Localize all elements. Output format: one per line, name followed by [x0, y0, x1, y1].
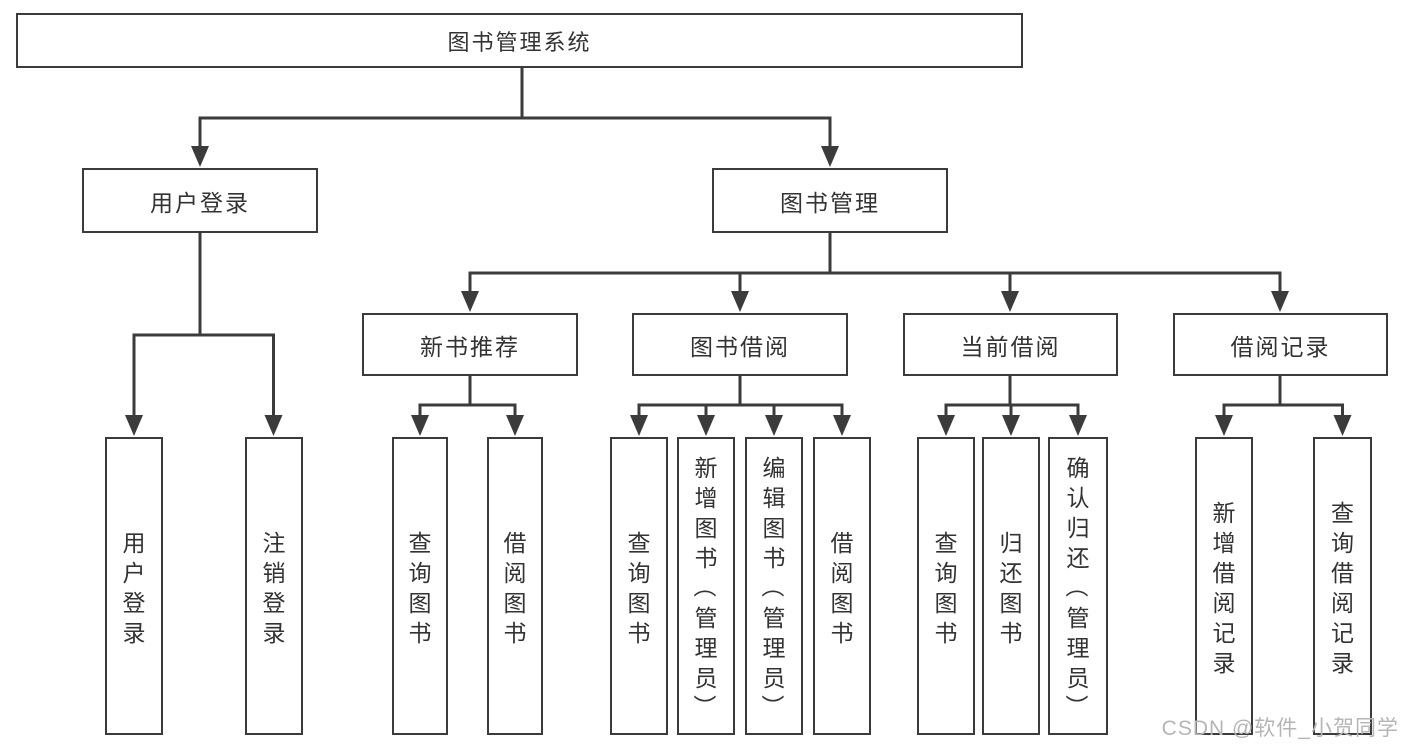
node-leaf-add-borrow-record: 新增借阅记录 [1195, 437, 1253, 735]
node-current-borrowing: 当前借阅 [903, 313, 1118, 376]
node-leaf-user-login: 用户登录 [105, 437, 163, 735]
node-label: 借阅图书 [830, 530, 854, 646]
node-label: 用户登录 [122, 530, 146, 646]
node-user-login: 用户登录 [82, 168, 318, 233]
node-leaf-return-book: 归还图书 [982, 437, 1040, 735]
node-leaf-borrow-book-2: 借阅图书 [813, 437, 871, 735]
node-book-borrowing: 图书借阅 [632, 313, 848, 376]
node-label: 查询借阅记录 [1331, 500, 1354, 676]
node-label: 图书管理 [780, 189, 880, 216]
csdn-watermark: CSDN @软件_小贺同学 [1161, 717, 1399, 740]
node-label: 图书借阅 [690, 333, 790, 360]
node-leaf-logout-login: 注销登录 [245, 437, 303, 735]
node-label: 用户登录 [150, 189, 250, 216]
node-book-management: 图书管理 [712, 168, 948, 233]
node-label: 新增图书（管理员） [691, 455, 718, 718]
node-leaf-query-book-1: 查询图书 [392, 437, 448, 735]
node-leaf-query-book-2: 查询图书 [610, 437, 668, 735]
node-new-book-recommend: 新书推荐 [362, 313, 578, 376]
node-label: 查询图书 [408, 530, 432, 646]
node-leaf-edit-book-admin: 编辑图书（管理员） [745, 437, 803, 735]
node-label: 新增借阅记录 [1212, 500, 1236, 676]
node-label: 编辑图书（管理员） [759, 455, 786, 718]
node-label: 图书管理系统 [447, 29, 592, 55]
node-leaf-borrow-book-1: 借阅图书 [487, 437, 543, 735]
node-leaf-query-borrow-record: 查询借阅记录 [1313, 437, 1372, 735]
node-library-management-system: 图书管理系统 [16, 13, 1023, 68]
node-leaf-confirm-return-admin: 确认归还（管理员） [1048, 437, 1108, 735]
node-label: 归还图书 [999, 530, 1023, 646]
node-label: 查询图书 [934, 530, 958, 646]
node-label: 注销登录 [262, 530, 286, 646]
node-label: 借阅记录 [1230, 333, 1331, 360]
node-leaf-query-book-3: 查询图书 [917, 437, 975, 735]
node-label: 确认归还（管理员） [1063, 455, 1090, 718]
node-label: 借阅图书 [503, 530, 527, 646]
node-leaf-add-book-admin: 新增图书（管理员） [677, 437, 735, 735]
node-label: 查询图书 [627, 530, 651, 646]
node-borrowing-records: 借阅记录 [1173, 313, 1388, 376]
node-label: 当前借阅 [960, 333, 1061, 360]
node-label: 新书推荐 [420, 333, 520, 360]
